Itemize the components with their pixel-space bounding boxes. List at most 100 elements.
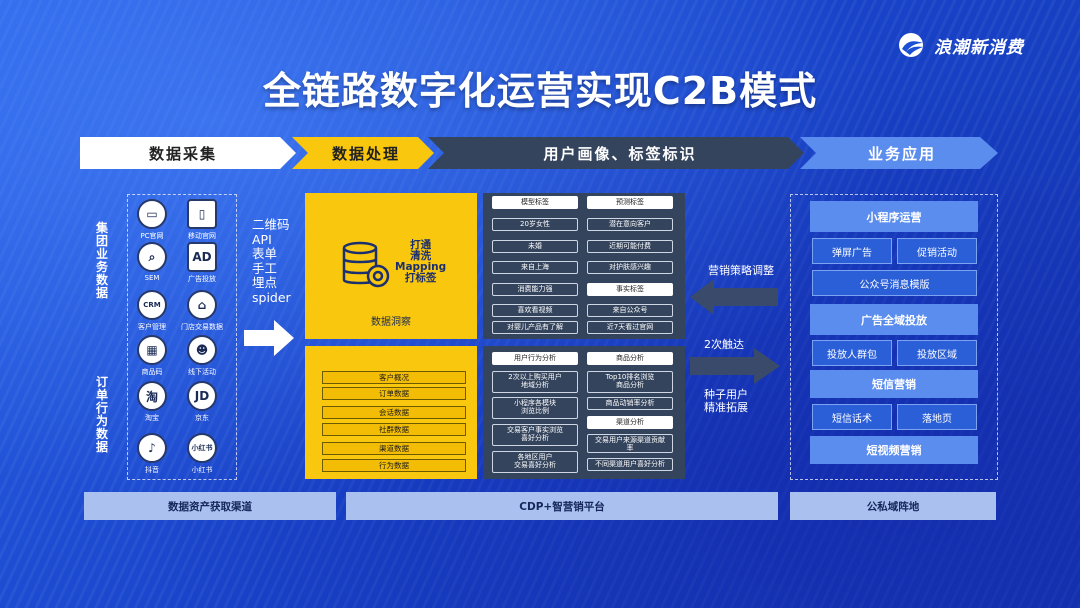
analysis-item: 2次以上购买用户 地域分析 [492,371,578,393]
left-arrow-icon [690,279,778,315]
tag-header: 模型标签 [492,196,578,209]
vertical-label-bottom-text: 订单行为数据 [95,375,108,454]
source-icon-item: JD 京东 [176,381,228,423]
source-icon-item: ☻线下活动 [176,335,228,377]
source-icon-label: 淘宝 [145,414,159,422]
source-icon-item: ▭PC官网 [126,199,178,241]
database-gear-icon [342,241,390,288]
seed-user-label: 种子用户 精准拓展 [704,388,748,414]
analysis-item: 交易客户事实浏览 喜好分析 [492,424,578,446]
tag-item: 近期可能付费 [587,240,673,253]
tag-item: 来自上海 [492,261,578,274]
tag-item: 20岁女性 [492,218,578,231]
analysis-header: 商品分析 [587,352,673,365]
method-item: 表单 [252,246,278,261]
processing-step: 打标签 [404,272,437,284]
analysis-item: 各地区用户 交易喜好分析 [492,451,578,473]
method-item: 埋点 [252,275,278,290]
stage-arrow-process [292,137,434,169]
magnifier-icon: ⌕ [137,242,167,272]
stage-arrow-profile [428,137,804,169]
analysis-header: 渠道分析 [587,416,673,429]
tag-item: 对婴儿产品有了解 [492,321,578,334]
stage-arrow-collect [80,137,296,169]
tag-panel-bottom [483,346,685,479]
tag-item: 来自公众号 [587,304,673,317]
footer-right: 公私域阵地 [790,492,996,520]
seed-user-line: 种子用户 [704,388,748,401]
business-head-miniprogram: 小程序运营 [810,201,978,232]
footer-left: 数据资产获取渠道 [84,492,336,520]
source-icon-label: 门店交易数据 [181,323,223,331]
source-icon-label: 京东 [195,414,209,422]
jd-icon: JD [187,381,217,411]
right-arrow-icon [244,320,294,356]
source-icon-item: CRM 客户管理 [126,290,178,332]
tag-header: 事实标签 [587,283,673,296]
tag-item: 未婚 [492,240,578,253]
forward-arrow-icon [690,348,780,384]
tag-item: 消费能力强 [492,283,578,296]
store-icon: ⌂ [187,290,217,320]
vertical-label-top-text: 集团业务数据 [95,221,108,300]
stage-label-business: 业务应用 [867,144,936,163]
business-item: 公众号消息模版 [812,270,977,296]
people-icon: ☻ [187,335,217,365]
analysis-header: 用户行为分析 [492,352,578,365]
method-item: 手工 [252,260,278,276]
processing-step: Mapping [395,261,447,273]
tag-panel-top [483,193,685,339]
stage-label-profile: 用户画像、标签标识 [543,144,697,163]
ad-icon: AD [187,242,217,272]
taobao-icon: 淘 [137,381,167,411]
collection-methods: 二维码 API 表单 手工 埋点 spider [252,217,291,305]
analysis-item: 商品动销率分析 [587,397,673,410]
source-icon-label: 客户管理 [138,323,166,331]
brand-logo: 浪潮新消费 [898,32,1024,58]
stage-label-collect: 数据采集 [148,144,217,163]
analysis-item: 小程序各模块 浏览比例 [492,397,578,419]
stage-bar: 数据采集 数据处理 用户画像、标签标识 业务应用 [80,137,1000,169]
analysis-item: 不同渠道用户喜好分析 [587,458,673,471]
method-item: 二维码 [252,217,290,232]
business-item: 投放人群包 [812,340,892,366]
data-bar: 渠道数据 [322,442,466,455]
data-bar: 行为数据 [322,459,466,472]
processing-caption: 数据洞察 [371,317,411,328]
tag-header: 预测标签 [587,196,673,209]
tag-item: 喜欢看视频 [492,304,578,317]
analysis-item: 交易用户来源渠道贡献 率 [587,434,673,453]
qrcode-icon: ▦ [137,335,167,365]
tag-item: 对护肤感兴趣 [587,261,673,274]
processing-steps: 打通 清洗 Mapping 打标签 [395,240,446,284]
business-item: 促销活动 [897,238,977,264]
crm-icon: CRM [137,290,167,320]
page-title: 全链路数字化运营实现C2B模式 [262,69,818,113]
touch-label: 2次触达 [704,338,744,351]
source-icon-item: 小红书小红书 [176,433,228,475]
source-icon-label: SEM [144,274,160,282]
source-icon-item: ▦商品码 [126,335,178,377]
stage-arrow-business [800,137,998,169]
vertical-label-group-data: 集团业务数据 [95,222,111,300]
tag-item: 潜在意向客户 [587,218,673,231]
tag-item: 近7天看过官网 [587,321,673,334]
business-item: 弹屏广告 [812,238,892,264]
source-icon-item: ▯移动官网 [176,199,228,241]
data-bar: 客户概况 [322,371,466,384]
wave-logo-icon [899,33,923,57]
xiaohongshu-icon: 小红书 [187,433,217,463]
strategy-adjust-label: 营销策略调整 [708,264,774,277]
data-bar: 订单数据 [322,387,466,400]
footer-center: CDP+智营销平台 [346,492,778,520]
stage-arrows [80,137,998,169]
source-icon-item: ⌕ SEM [126,242,178,282]
source-icon-item: 淘淘宝 [126,381,178,423]
method-item: API [252,231,272,247]
source-icon-label: PC官网 [140,232,164,240]
business-panel [790,194,998,480]
phone-icon: ▯ [187,199,217,229]
seed-user-line: 精准拓展 [704,401,748,414]
business-item: 投放区域 [897,340,977,366]
